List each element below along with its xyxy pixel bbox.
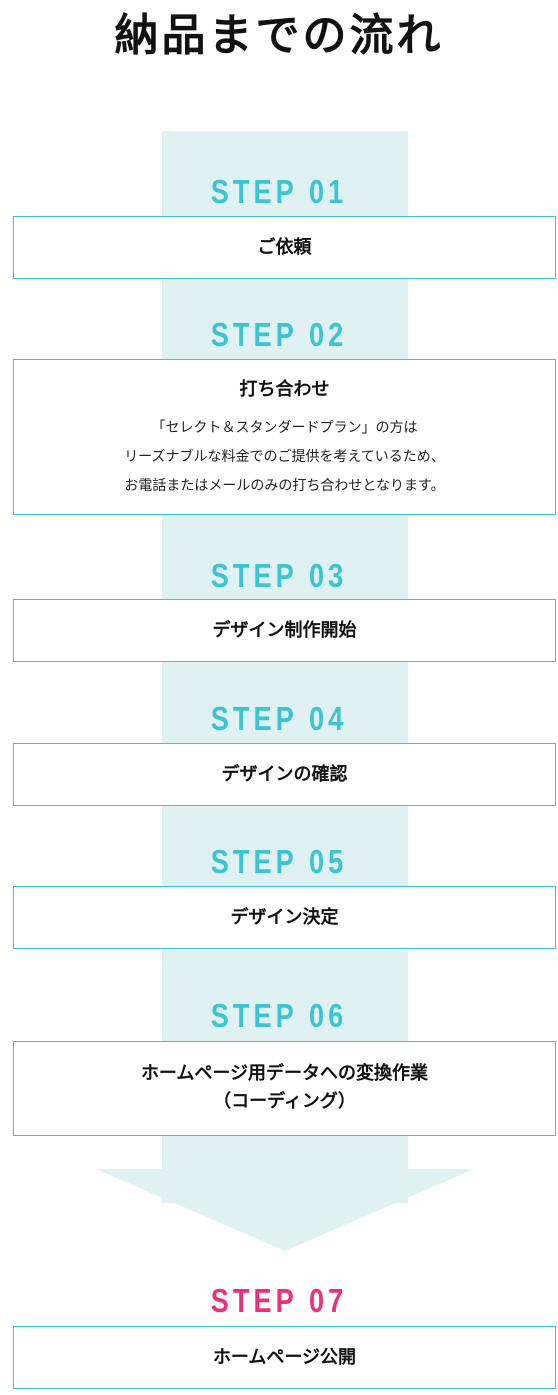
step-label-05: STEP 05 — [210, 843, 348, 880]
step-desc-line-3: お電話またはメールのみの打ち合わせとなります。 — [124, 478, 445, 494]
step-desc-line-1: 「セレクト＆スタンダードプラン」の方は — [151, 420, 418, 436]
step-label-02: STEP 02 — [210, 316, 348, 353]
step-box-07: ホームページ公開 — [13, 1326, 556, 1389]
step-label-06: STEP 06 — [210, 997, 348, 1034]
step-label-01: STEP 01 — [210, 173, 348, 210]
step-box-02: 打ち合わせ 「セレクト＆スタンダードプラン」の方は リーズナブルな料金でのご提供… — [13, 359, 556, 515]
step-title-05: デザイン決定 — [230, 906, 339, 928]
step-box-01: ご依頼 — [13, 216, 556, 279]
step-label-04: STEP 04 — [210, 700, 348, 737]
step-title-02: 打ち合わせ — [239, 379, 330, 400]
step-title-06: ホームページ用データへの変換作業 — [140, 1063, 429, 1084]
step-desc-line-2: リーズナブルな料金でのご提供を考えているため、 — [124, 449, 445, 465]
step-title-01: ご依頼 — [257, 236, 312, 258]
step-subtitle-06: （コーディング） — [213, 1091, 356, 1112]
step-label-07: STEP 07 — [210, 1282, 348, 1319]
step-box-03: デザイン制作開始 — [13, 599, 556, 662]
page-title: 納品までの流れ — [114, 10, 444, 61]
step-title-04: デザインの確認 — [221, 763, 348, 785]
step-box-05: デザイン決定 — [13, 886, 556, 949]
step-box-04: デザインの確認 — [13, 743, 556, 806]
flow-band — [162, 131, 408, 1203]
step-title-03: デザイン制作開始 — [212, 619, 357, 641]
step-label-03: STEP 03 — [210, 557, 348, 594]
step-title-07: ホームページ公開 — [212, 1346, 357, 1368]
flow-arrow-icon — [96, 1169, 474, 1251]
step-box-06: ホームページ用データへの変換作業 （コーディング） — [13, 1041, 556, 1136]
